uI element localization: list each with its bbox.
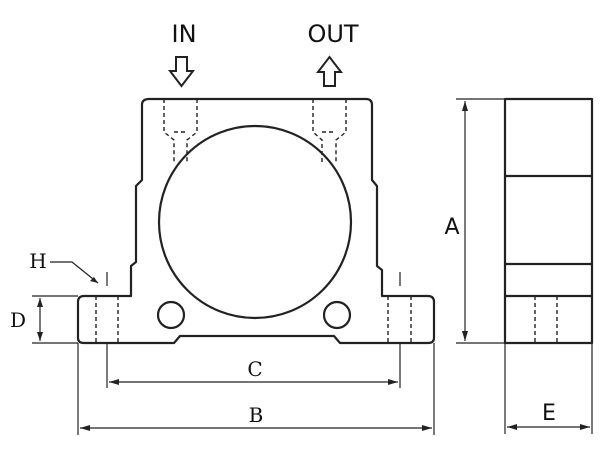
in-label: IN [171,20,196,48]
d-label: D [10,308,26,332]
b-label: B [249,403,264,427]
e-label: E [542,401,556,426]
arrow-down-outline-icon [167,56,196,88]
a-label: A [444,215,459,240]
housing-outline [76,97,436,345]
in-port-hidden-lines [163,99,198,164]
out-label: OUT [307,20,358,48]
right-mount-hole-hidden-lines [387,272,412,343]
right-base-hole [322,300,352,330]
rotor-bore-circle [157,124,353,320]
out-port-hidden-lines [312,99,347,164]
c-dimension [106,343,401,388]
h-label: H [29,249,46,273]
a-dimension [456,98,505,344]
c-label: C [247,357,262,381]
arrow-up-outline-icon [315,55,344,87]
e-dimension [504,343,593,434]
h-leader [50,261,99,284]
front-view [76,97,436,345]
left-base-hole [156,300,186,330]
b-dimension [77,343,435,435]
left-mount-hole-hidden-lines [95,272,119,343]
side-view [503,97,594,345]
d-dimension [32,295,78,344]
